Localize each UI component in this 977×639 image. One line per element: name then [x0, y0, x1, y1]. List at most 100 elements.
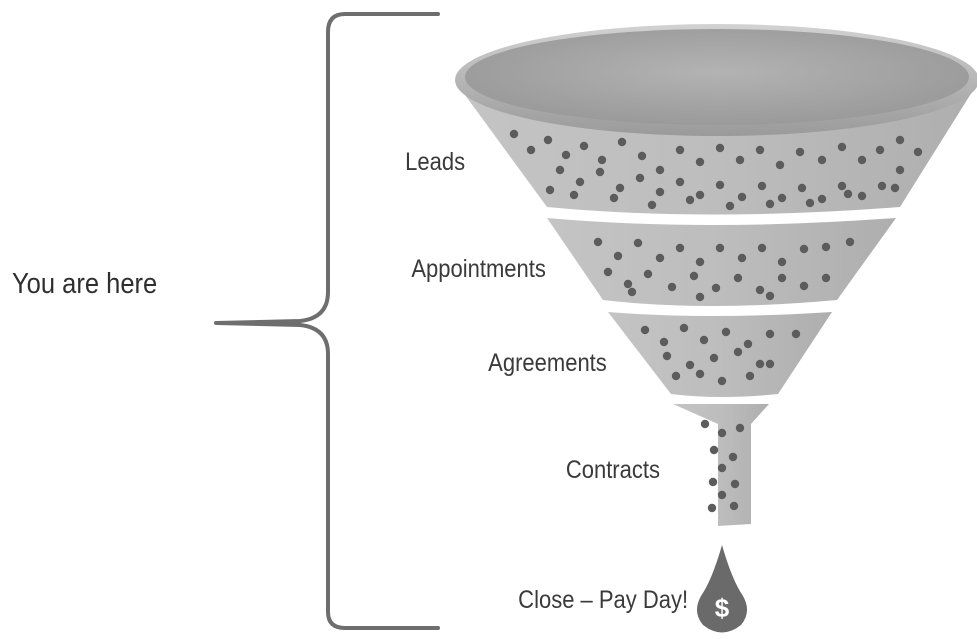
dollar-sign-icon: $	[715, 593, 730, 623]
funnel-dot	[775, 160, 785, 170]
funnel-dot	[711, 283, 721, 293]
funnel-dot	[635, 173, 645, 183]
funnel-dot	[890, 183, 900, 193]
funnel-dot	[765, 329, 775, 339]
funnel-dot	[857, 155, 867, 165]
funnel-dot	[721, 327, 731, 337]
funnel-dot	[735, 423, 745, 433]
funnel-dot	[845, 237, 855, 247]
funnel-dot	[821, 273, 831, 283]
funnel-dot	[755, 145, 765, 155]
stage-label-leads: Leads	[405, 148, 465, 176]
funnel-dot	[733, 347, 743, 357]
funnel-dot	[595, 167, 605, 177]
funnel-dot	[725, 201, 735, 211]
funnel-dot	[857, 191, 867, 201]
funnel-dot	[895, 165, 905, 175]
funnel-dot	[717, 490, 727, 500]
funnel-dot	[675, 243, 685, 253]
funnel-dot	[913, 147, 923, 157]
funnel-dot	[737, 192, 747, 202]
stage-label-appointments: Appointments	[411, 255, 546, 283]
funnel-dot	[617, 137, 627, 147]
funnel-dot	[695, 292, 705, 302]
funnel-dot	[655, 187, 665, 197]
stage-label-close: Close – Pay Day!	[518, 586, 688, 614]
funnel-dot	[799, 281, 809, 291]
funnel-dot	[755, 285, 765, 295]
funnel-dot	[695, 190, 705, 200]
stage-label-agreements: Agreements	[488, 349, 607, 377]
funnel-dot	[709, 445, 719, 455]
funnel-dot	[791, 329, 801, 339]
funnel-dot	[597, 155, 607, 165]
funnel-dot	[757, 243, 767, 253]
funnel-dot	[575, 177, 585, 187]
funnel-dot	[545, 185, 555, 195]
funnel-dot	[717, 376, 727, 386]
funnel-dot	[777, 257, 787, 267]
funnel-dot	[765, 291, 775, 301]
funnel-dot	[715, 243, 725, 253]
stage-label-contracts: Contracts	[565, 456, 660, 484]
funnel-dot	[730, 479, 740, 489]
funnel-dot	[662, 351, 672, 361]
funnel-dot	[715, 180, 725, 190]
funnel-dot	[637, 151, 647, 161]
funnel-dot	[667, 282, 677, 292]
funnel-dot	[875, 145, 885, 155]
funnel-dot	[737, 253, 747, 263]
funnel-dot	[526, 145, 536, 155]
funnel-dot	[695, 157, 705, 167]
funnel-dot	[837, 142, 847, 152]
funnel-dot	[699, 335, 709, 345]
funnel-dot	[679, 323, 689, 333]
funnel-dot	[623, 279, 633, 289]
funnel-dot	[685, 195, 695, 205]
funnel-dot	[795, 147, 805, 157]
funnel-dot	[755, 359, 765, 369]
funnel-dot	[695, 369, 705, 379]
funnel-dot	[799, 244, 809, 254]
funnel-dot	[777, 193, 787, 203]
funnel-dot	[715, 143, 725, 153]
funnel-dot	[777, 273, 787, 283]
funnel-dot	[895, 135, 905, 145]
funnel-dot	[543, 135, 553, 145]
funnel-dot	[627, 287, 637, 297]
funnel-dot	[843, 189, 853, 199]
funnel-dot	[655, 165, 665, 175]
funnel-dot	[797, 183, 807, 193]
funnel-dot	[700, 419, 710, 429]
funnel-dot	[708, 477, 718, 487]
funnel-dot	[717, 463, 727, 473]
funnel-dot	[689, 271, 699, 281]
funnel-dot	[675, 177, 685, 187]
funnel-dot	[837, 181, 847, 191]
funnel-dot	[805, 198, 815, 208]
funnel-dot	[659, 337, 669, 347]
funnel-dot	[643, 269, 653, 279]
funnel-section-appointments	[547, 218, 896, 306]
funnel-dot	[640, 325, 650, 335]
funnel-dot	[765, 199, 775, 209]
funnel-dot	[817, 155, 827, 165]
funnel-dot	[735, 155, 745, 165]
funnel-dots	[509, 129, 923, 513]
funnel-section-agreements	[608, 312, 832, 397]
funnel-dot	[633, 238, 643, 248]
funnel-dot	[745, 371, 755, 381]
funnel-dot	[685, 360, 695, 370]
funnel-dot	[569, 190, 579, 200]
funnel-dot	[707, 503, 717, 513]
funnel-dot	[609, 193, 619, 203]
funnel-dot	[743, 339, 753, 349]
money-drop-icon	[696, 545, 748, 633]
funnel-dot	[509, 129, 519, 139]
funnel-dot	[647, 200, 657, 210]
funnel-dot	[603, 267, 613, 277]
funnel-dot	[733, 273, 743, 283]
funnel-opening	[465, 29, 969, 125]
